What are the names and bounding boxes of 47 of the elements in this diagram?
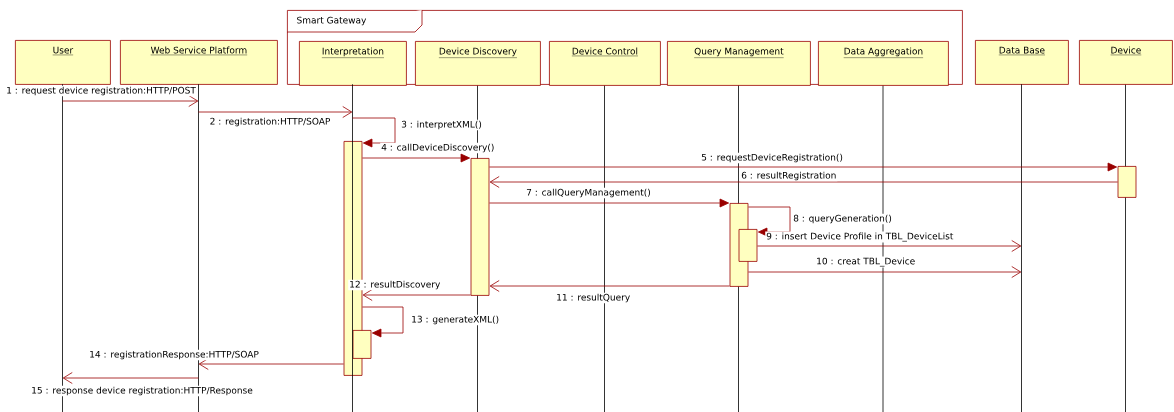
lifeline <box>62 84 63 412</box>
message-arrow <box>748 266 1022 278</box>
message-arrow <box>62 372 199 384</box>
edge-label: 10 : creat TBL_Device <box>815 256 917 268</box>
lifeline-header: Interpretation <box>299 41 407 86</box>
message-arrow <box>489 198 730 208</box>
lifeline-header: Device <box>1079 40 1173 85</box>
message-arrow <box>352 117 396 148</box>
edge-label: 11 : resultQuery <box>555 292 632 304</box>
edge-label: 6 : resultRegistration <box>740 170 838 182</box>
lifeline-header: Data Aggregation <box>818 41 949 86</box>
edge-label: 12 : resultDiscovery <box>348 279 442 291</box>
message-arrow <box>748 206 791 237</box>
edge-label: 7 : callQueryManagement() <box>525 187 652 199</box>
message-arrow <box>62 95 199 107</box>
lifeline-header: Device Discovery <box>415 41 541 86</box>
edge-label: 15 : response device registration:HTTP/Response <box>30 385 254 397</box>
edge-label: 13 : generateXML() <box>410 314 501 326</box>
message-arrow <box>489 176 1118 188</box>
edge-label: 5 : requestDeviceRegistration() <box>700 152 844 164</box>
lifeline <box>198 84 199 412</box>
message-arrow <box>757 240 1022 252</box>
activation-bar <box>1117 166 1137 198</box>
activation-bar <box>470 158 490 296</box>
lifeline <box>1021 84 1022 412</box>
edge-label: 3 : interpretXML() <box>400 119 483 131</box>
message-arrow <box>198 106 353 118</box>
edge-label: 2 : registration:HTTP/SOAP <box>208 116 332 128</box>
activation-bar <box>738 229 758 262</box>
edge-label: 4 : callDeviceDiscovery() <box>380 142 496 154</box>
message-arrow <box>362 306 404 338</box>
edge-label: 1 : request device registration:HTTP/POST <box>5 85 197 97</box>
message-arrow <box>198 358 344 370</box>
lifeline-header: Web Service Platform <box>120 40 278 85</box>
edge-label: 14 : registrationResponse:HTTP/SOAP <box>88 349 260 361</box>
lifeline-header: Data Base <box>975 40 1069 85</box>
lifeline-header: User <box>15 40 111 85</box>
edge-label: 8 : queryGeneration() <box>792 213 893 225</box>
lifeline <box>352 84 353 412</box>
lifeline-header: Query Management <box>667 41 811 86</box>
edge-label: 9 : insert Device Profile in TBL_DeviceList <box>765 231 955 243</box>
message-arrow <box>362 153 471 163</box>
activation-bar <box>352 330 372 359</box>
message-arrow <box>362 289 471 301</box>
message-arrow <box>489 280 730 292</box>
lifeline-header: Device Control <box>549 41 661 86</box>
message-arrow <box>489 162 1118 172</box>
